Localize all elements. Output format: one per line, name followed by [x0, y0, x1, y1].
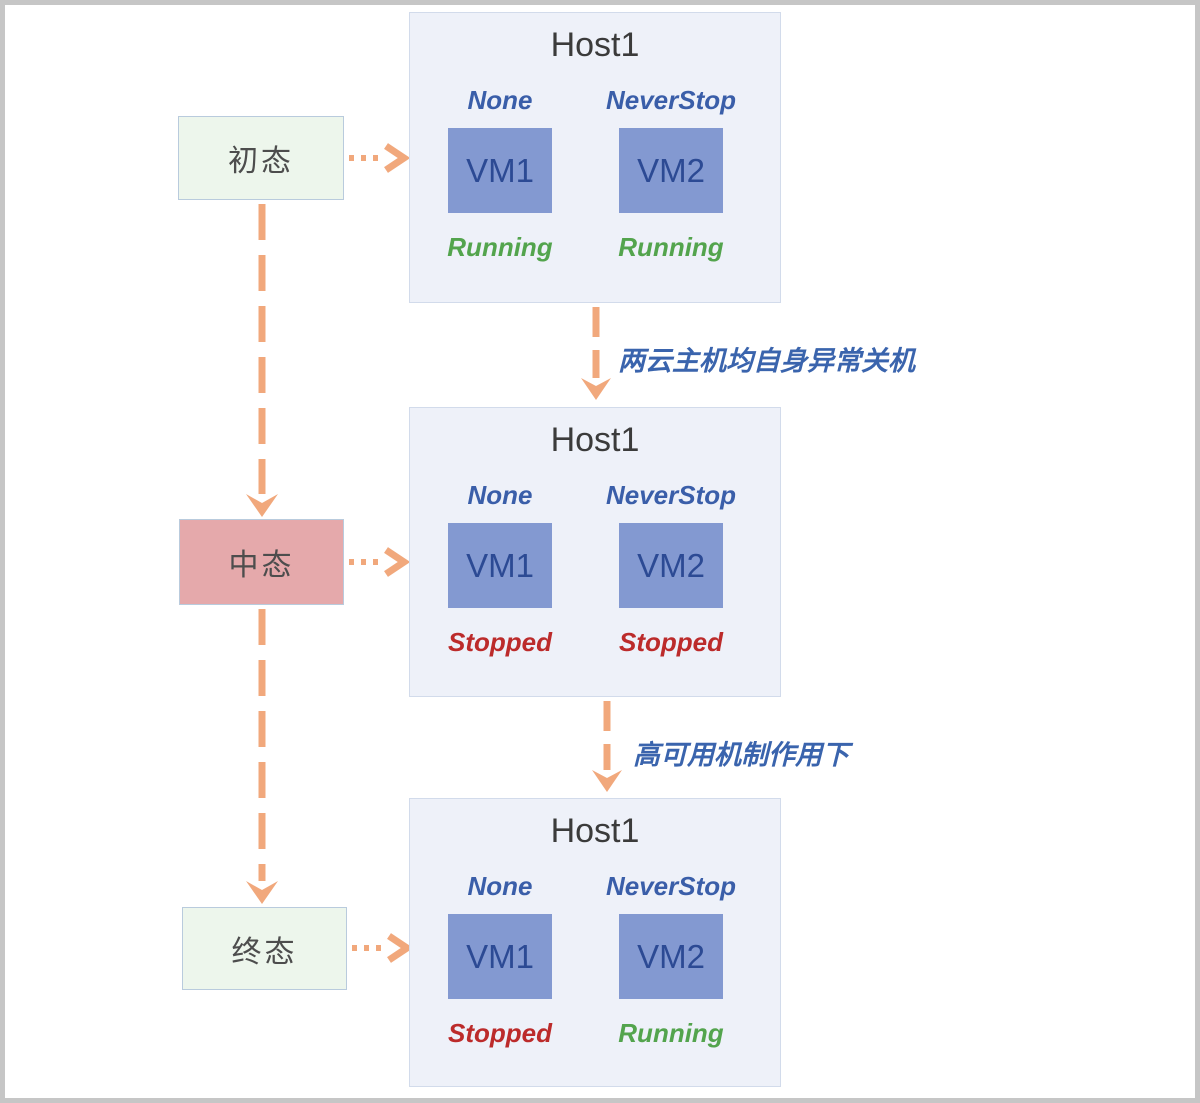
arrow-initial-to-host1	[349, 143, 411, 173]
arrow-host2-to-host3	[592, 701, 622, 792]
host-box-1: Host1 None VM1 Running NeverStop VM2 Run…	[409, 12, 781, 303]
vm2-box: VM2	[619, 128, 723, 213]
arrow-final-to-host1	[352, 933, 414, 963]
state-box-final: 终态	[182, 907, 347, 990]
host-title: Host1	[550, 26, 640, 64]
vm2-policy-label: NeverStop	[605, 871, 737, 901]
vm1-status-label: Stopped	[448, 627, 552, 657]
vm2-name: VM2	[637, 937, 705, 975]
vm1-status-label: Running	[447, 232, 553, 262]
transition-label-1: 两云主机均自身异常关机	[618, 346, 915, 376]
vm1-policy-label: None	[467, 480, 533, 510]
vm2-name: VM2	[637, 546, 705, 584]
state-box-initial: 初态	[178, 116, 344, 200]
arrow-host1-to-host2	[581, 307, 611, 400]
vm2-status-label: Running	[618, 232, 724, 262]
vm1-box: VM1	[448, 128, 552, 213]
vm1-column: None VM1 Stopped	[415, 480, 585, 658]
vm2-column: NeverStop VM2 Running	[586, 871, 756, 1049]
vm1-name: VM1	[466, 546, 534, 584]
arrow-middle-to-final	[246, 609, 278, 904]
vm1-policy-label: None	[467, 871, 533, 901]
vm2-policy-label: NeverStop	[605, 480, 737, 510]
vm1-box: VM1	[448, 523, 552, 608]
vm2-column: NeverStop VM2 Running	[586, 85, 756, 263]
vm2-status-label: Stopped	[619, 627, 723, 657]
state-box-middle: 中态	[179, 519, 344, 605]
host-title: Host1	[550, 421, 640, 459]
vm2-box: VM2	[619, 914, 723, 999]
vm1-column: None VM1 Running	[415, 85, 585, 263]
host-box-3: Host1 None VM1 Stopped NeverStop VM2 Run…	[409, 798, 781, 1087]
vm1-status-label: Stopped	[448, 1018, 552, 1048]
vm2-box: VM2	[619, 523, 723, 608]
vm1-column: None VM1 Stopped	[415, 871, 585, 1049]
vm1-box: VM1	[448, 914, 552, 999]
vm2-status-label: Running	[618, 1018, 724, 1048]
arrow-initial-to-middle	[246, 204, 278, 517]
host-box-2: Host1 None VM1 Stopped NeverStop VM2 Sto…	[409, 407, 781, 697]
vm1-name: VM1	[466, 937, 534, 975]
vm2-column: NeverStop VM2 Stopped	[586, 480, 756, 658]
arrow-middle-to-host1	[349, 547, 411, 577]
vm2-name: VM2	[637, 151, 705, 189]
vm2-policy-label: NeverStop	[605, 85, 737, 115]
host-title: Host1	[550, 812, 640, 850]
transition-label-2: 高可用机制作用下	[633, 740, 849, 770]
vm1-name: VM1	[466, 151, 534, 189]
vm1-policy-label: None	[467, 85, 533, 115]
